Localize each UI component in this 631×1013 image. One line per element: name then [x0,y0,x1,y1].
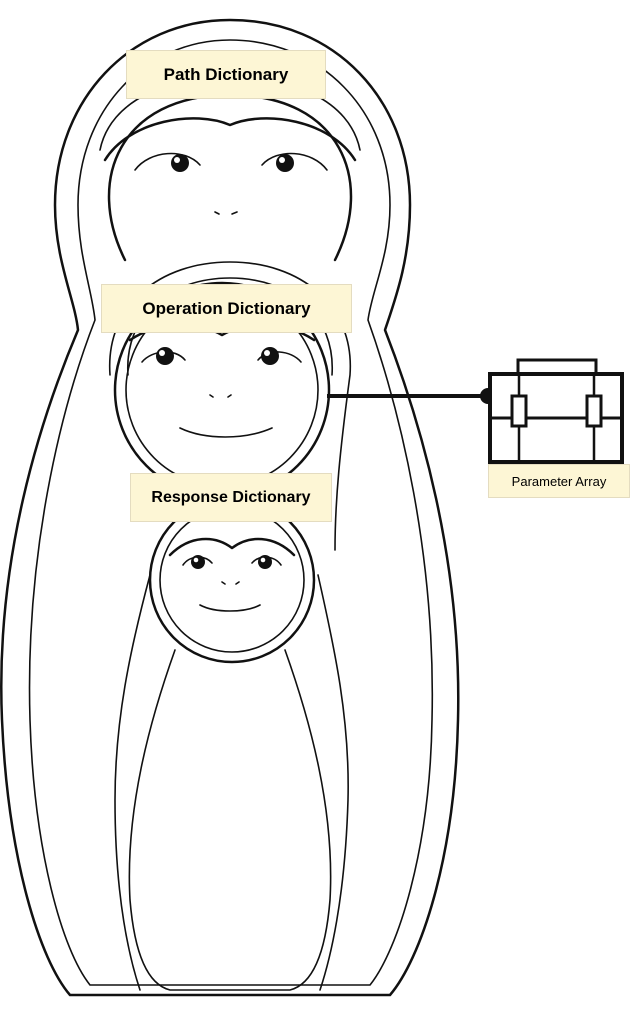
briefcase-icon [488,358,624,464]
parameter-array-label: Parameter Array [488,464,630,498]
outer-doll [0,18,460,997]
outer-doll-face [99,78,361,262]
inner-doll [114,496,349,991]
response-dictionary-label: Response Dictionary [130,473,332,522]
operation-dictionary-label: Operation Dictionary [101,284,352,333]
path-dictionary-label: Path Dictionary [126,50,326,99]
